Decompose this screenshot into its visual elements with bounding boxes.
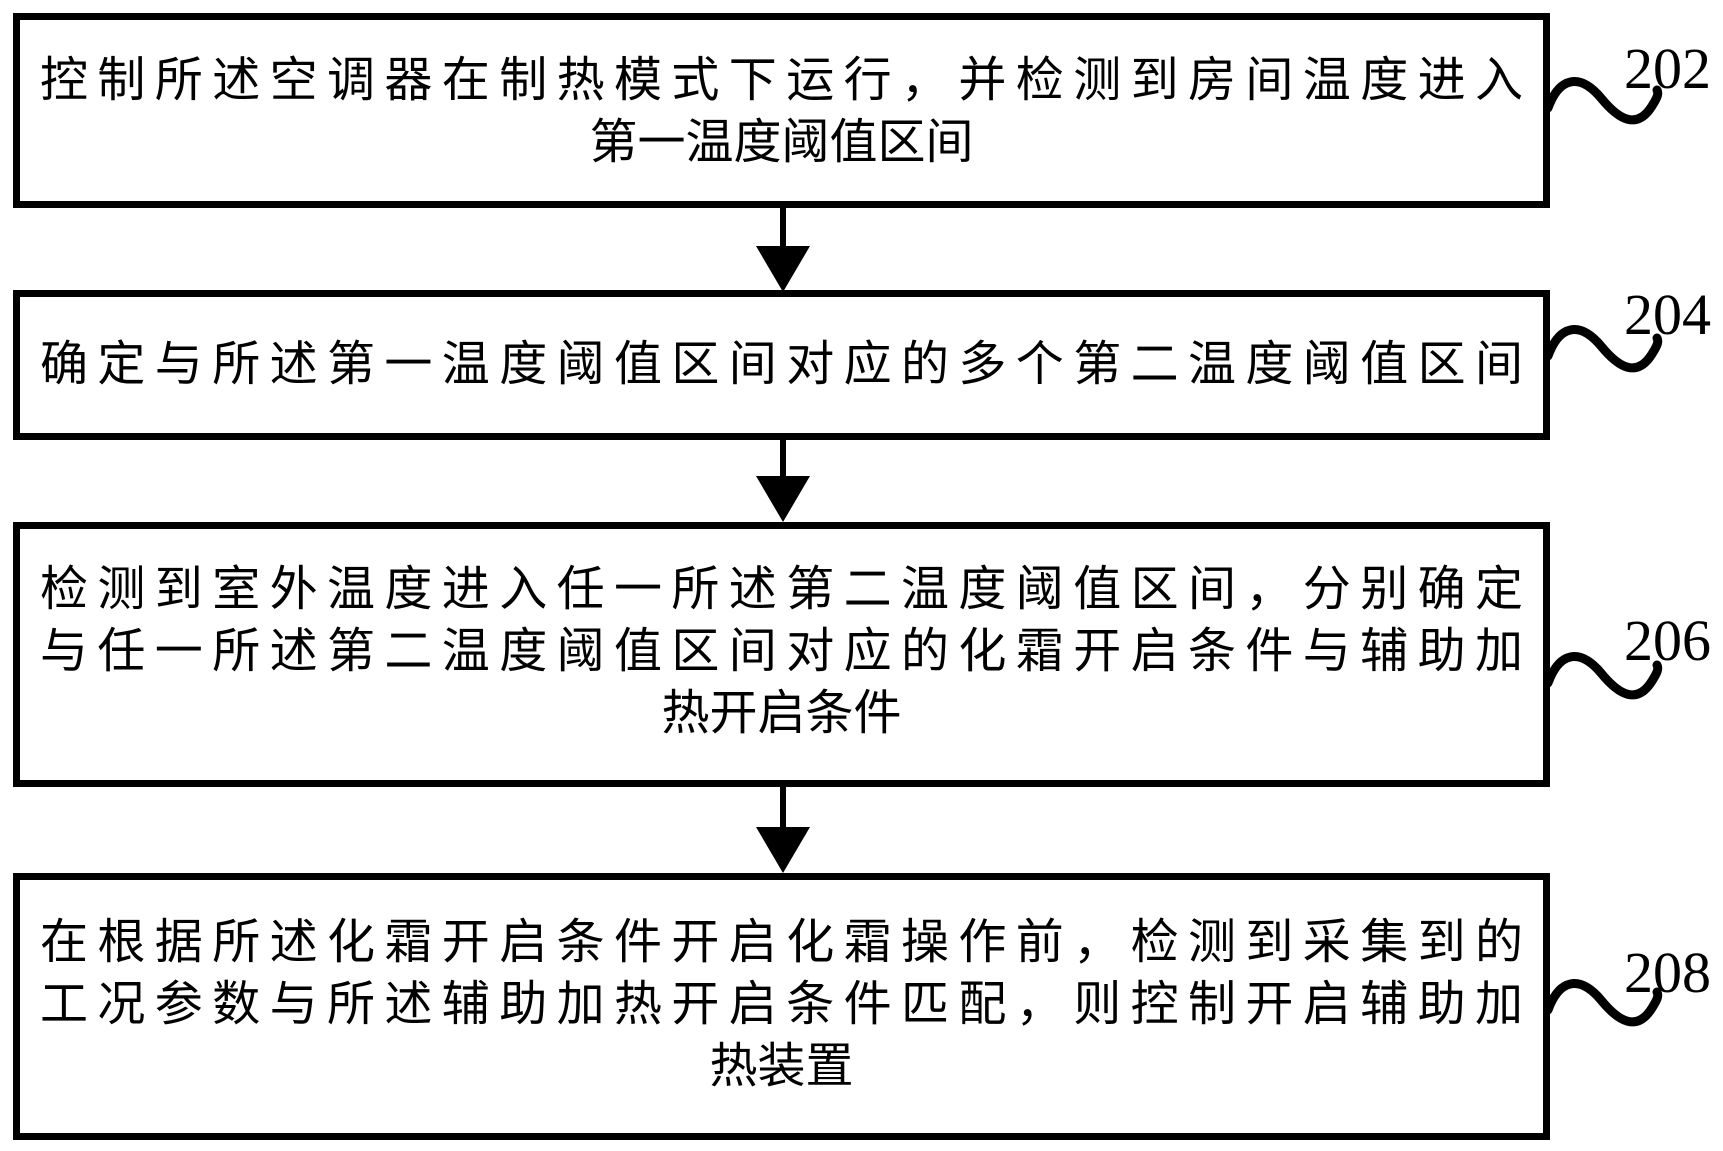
step-text-line: 热开启条件 [661, 687, 902, 740]
tilde-icon [1545, 652, 1663, 700]
step-text-line: 检测到室外温度进入任一所述第二温度阈值区间，分别确定 [40, 563, 1523, 616]
step-text-line: 确定与所述第一温度阈值区间对应的多个第二温度阈值区间 [40, 338, 1523, 391]
step-text-line: 第一温度阈值区间 [589, 116, 974, 169]
step-box-204: 确定与所述第一温度阈值区间对应的多个第二温度阈值区间 [13, 290, 1550, 440]
tilde-icon [1545, 325, 1663, 373]
step-ref-label: 202 [1624, 36, 1711, 101]
step-text-line: 热装置 [709, 1040, 854, 1093]
arrow-down-connector [780, 787, 786, 831]
step-text-line: 控制所述空调器在制热模式下运行，并检测到房间温度进入 [40, 54, 1523, 107]
step-text-line: 与任一所述第二温度阈值区间对应的化霜开启条件与辅助加 [40, 625, 1523, 678]
step-ref-label: 204 [1624, 282, 1711, 347]
step-text-line: 工况参数与所述辅助加热开启条件匹配，则控制开启辅助加 [40, 978, 1523, 1031]
arrow-down-connector [780, 208, 786, 250]
step-ref-label: 206 [1624, 608, 1711, 673]
arrowhead-icon [756, 476, 810, 522]
arrow-down-connector [780, 440, 786, 480]
arrowhead-icon [756, 827, 810, 873]
step-box-208: 在根据所述化霜开启条件开启化霜操作前，检测到采集到的 工况参数与所述辅助加热开启… [13, 873, 1550, 1140]
tilde-icon [1545, 77, 1663, 125]
step-box-206: 检测到室外温度进入任一所述第二温度阈值区间，分别确定 与任一所述第二温度阈值区间… [13, 522, 1550, 787]
step-box-202: 控制所述空调器在制热模式下运行，并检测到房间温度进入 第一温度阈值区间 [13, 13, 1550, 208]
step-text-line: 在根据所述化霜开启条件开启化霜操作前，检测到采集到的 [40, 916, 1523, 969]
arrowhead-icon [756, 246, 810, 292]
tilde-icon [1545, 979, 1663, 1027]
step-ref-label: 208 [1624, 940, 1711, 1005]
